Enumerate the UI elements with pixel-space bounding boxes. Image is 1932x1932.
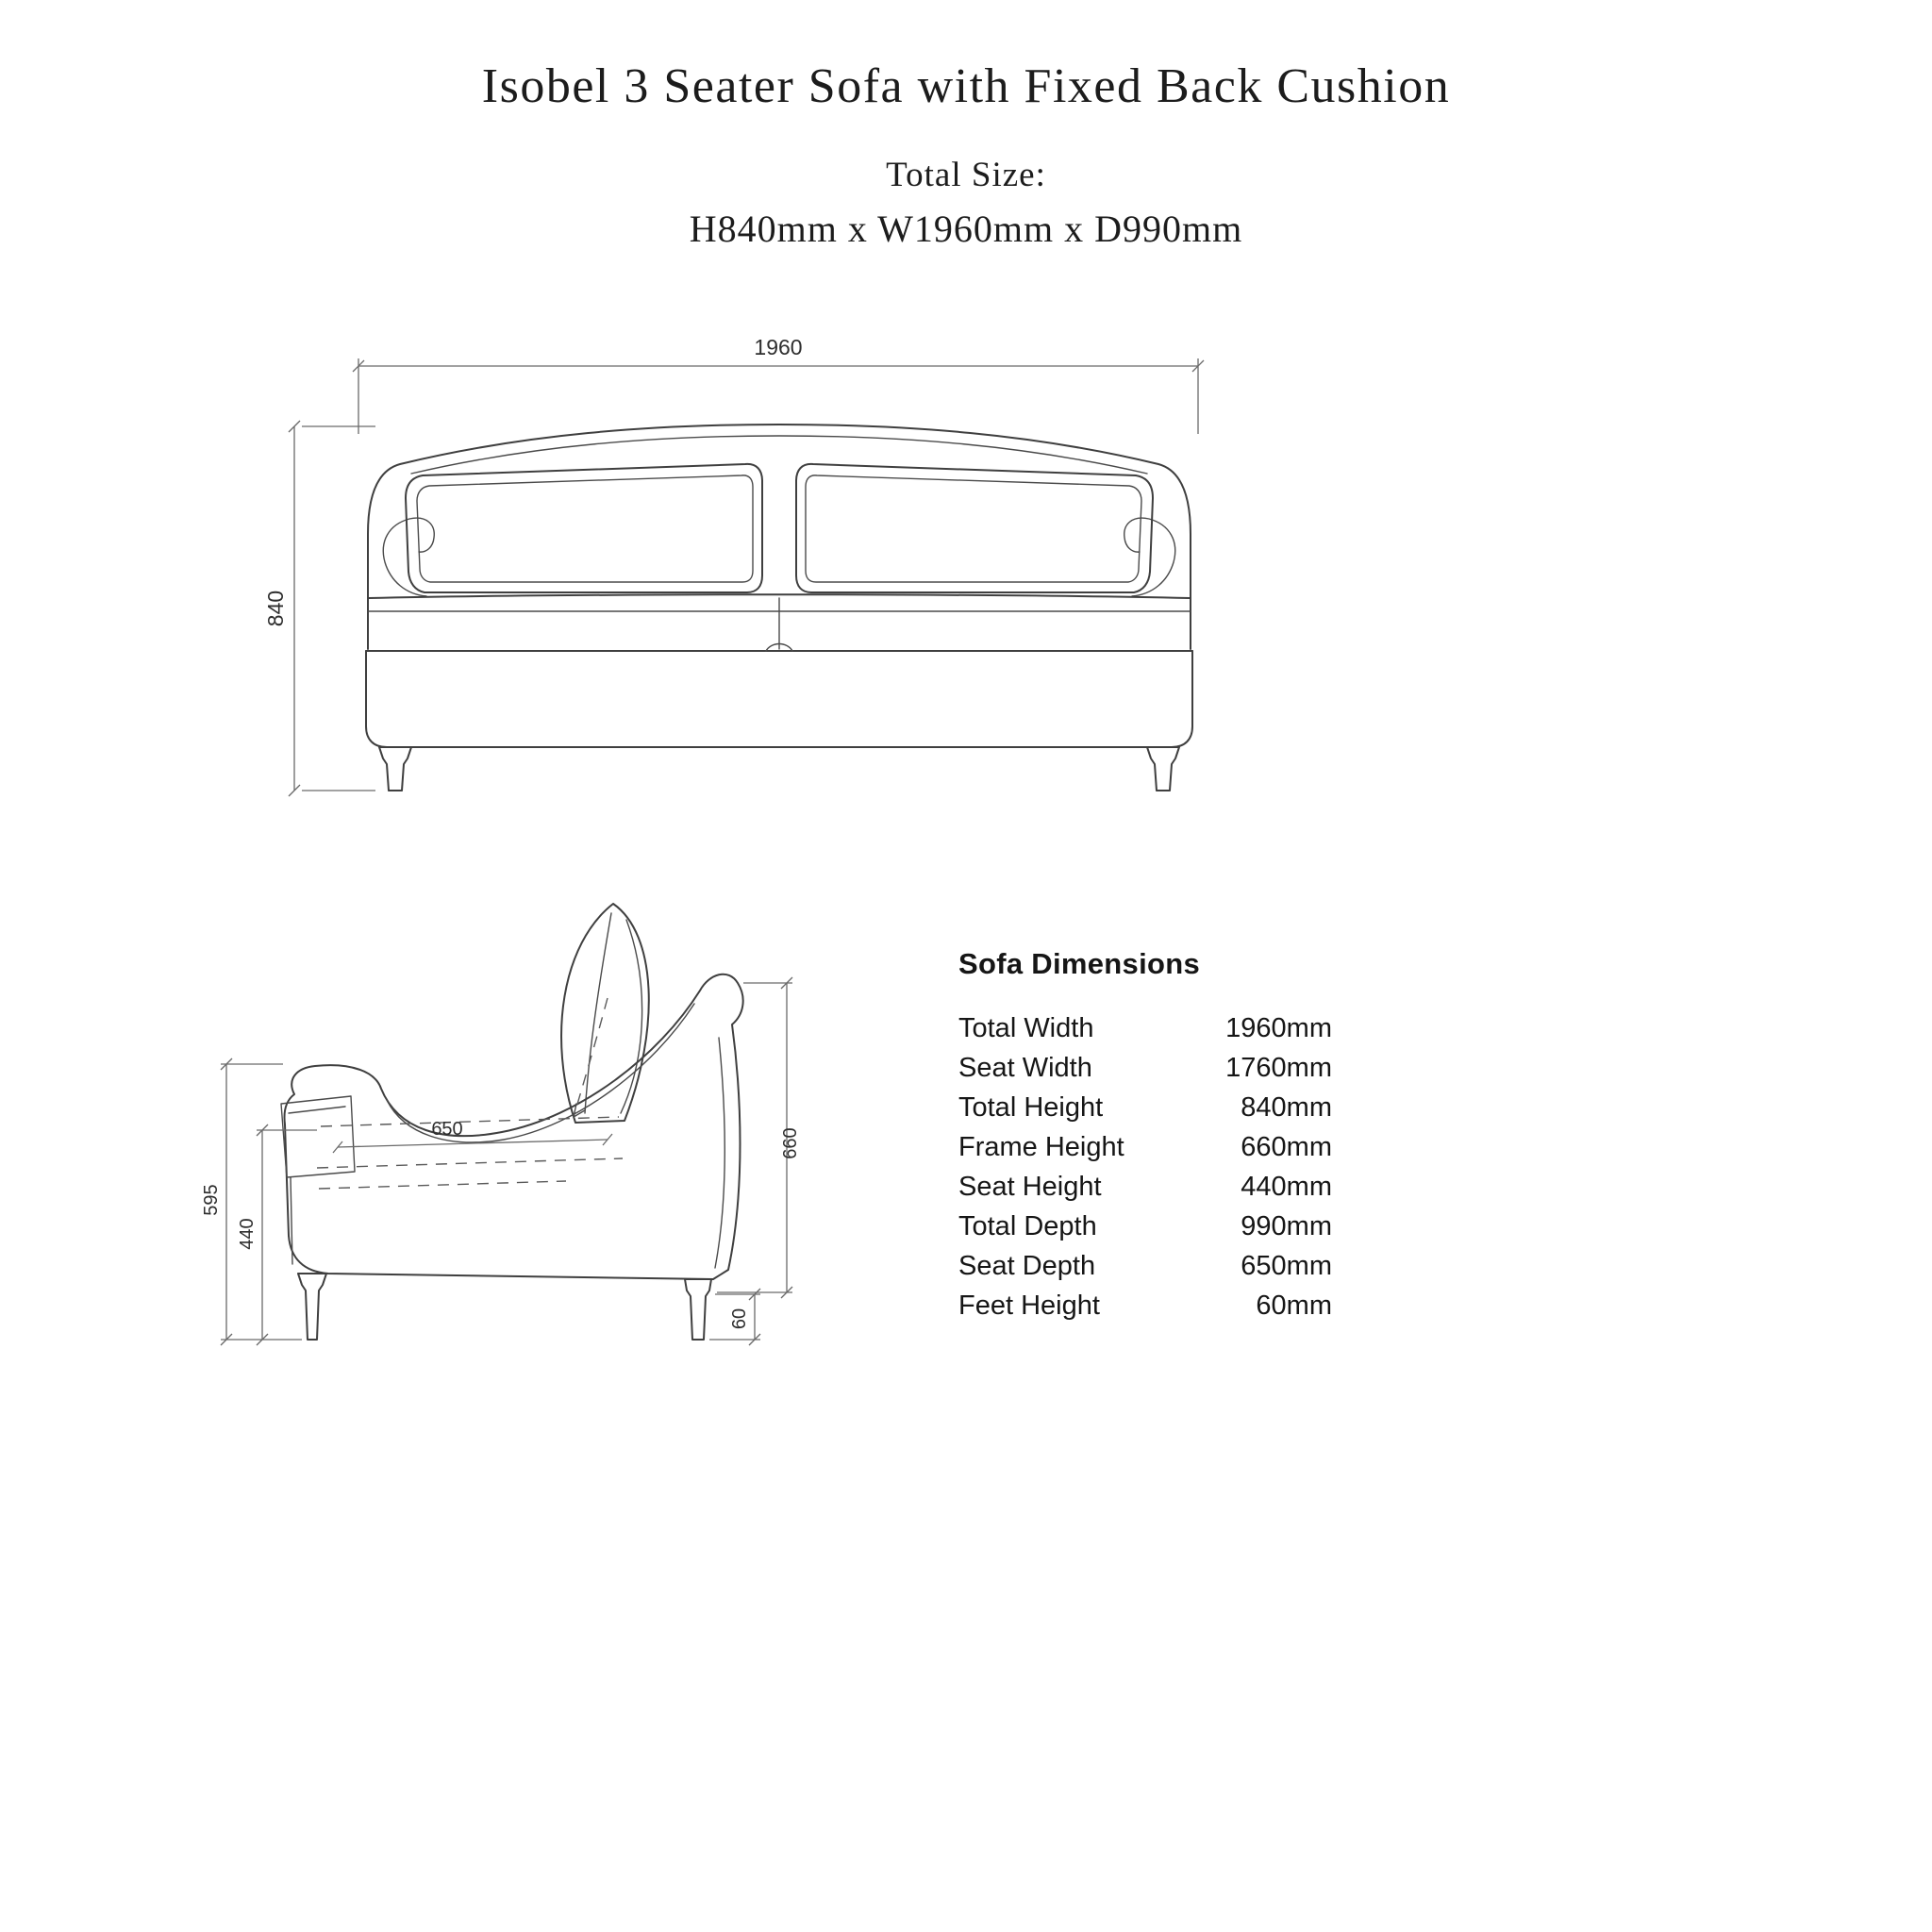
front-right-back-cushion-piping bbox=[805, 475, 1142, 583]
front-left-arm-scroll bbox=[382, 517, 435, 597]
dim-tick bbox=[220, 1058, 233, 1071]
dim-tick bbox=[1191, 359, 1205, 373]
dimension-value: 650mm bbox=[1241, 1251, 1332, 1281]
dimension-value: 660mm bbox=[1241, 1132, 1332, 1162]
front-view-dimensions: 1960 840 bbox=[263, 335, 1205, 797]
dimension-value: 1760mm bbox=[1225, 1053, 1332, 1083]
dim-tick bbox=[220, 1333, 233, 1346]
side-sofa-outline bbox=[283, 973, 744, 1280]
dim-line-seat-depth bbox=[337, 1139, 608, 1148]
side-arm-front-edge bbox=[290, 1176, 293, 1265]
dimension-value: 60mm bbox=[1256, 1291, 1332, 1321]
dim-tick bbox=[748, 1288, 761, 1301]
front-sofa-outline bbox=[367, 424, 1191, 650]
dim-tick bbox=[748, 1333, 761, 1346]
side-view-drawing bbox=[280, 903, 744, 1341]
front-left-foot bbox=[378, 746, 412, 791]
side-hidden-seat-top bbox=[320, 1116, 620, 1127]
front-view-drawing bbox=[365, 424, 1193, 791]
dimension-label: Seat Width bbox=[958, 1053, 1092, 1083]
front-width-dimension-label: 1960 bbox=[754, 335, 802, 359]
table-row: Total Depth 990mm bbox=[958, 1211, 1332, 1251]
page-title: Isobel 3 Seater Sofa with Fixed Back Cus… bbox=[481, 59, 1451, 113]
side-seat-depth-label: 650 bbox=[431, 1119, 462, 1140]
side-rear-foot bbox=[684, 1278, 712, 1341]
table-row: Seat Depth 650mm bbox=[958, 1251, 1332, 1291]
total-size-label: Total Size: bbox=[886, 156, 1046, 194]
table-row: Feet Height 60mm bbox=[958, 1291, 1332, 1330]
dim-tick bbox=[332, 1141, 343, 1154]
front-right-arm-scroll bbox=[1124, 517, 1176, 597]
dimension-value: 1960mm bbox=[1225, 1013, 1332, 1043]
dim-tick bbox=[780, 1286, 793, 1299]
table-row: Frame Height 660mm bbox=[958, 1132, 1332, 1172]
side-back-cushion-seam bbox=[584, 912, 612, 1114]
front-left-back-cushion-piping bbox=[416, 475, 754, 583]
front-back-piping bbox=[410, 435, 1148, 475]
dimension-label: Total Height bbox=[958, 1092, 1104, 1123]
dimension-label: Seat Height bbox=[958, 1172, 1102, 1202]
dim-tick bbox=[780, 976, 793, 990]
side-frame-height-label: 660 bbox=[780, 1127, 801, 1158]
dim-tick bbox=[288, 784, 301, 797]
side-swoop-inner-line bbox=[386, 1003, 695, 1143]
dimension-value: 440mm bbox=[1241, 1172, 1332, 1202]
dimension-label: Feet Height bbox=[958, 1291, 1100, 1321]
table-row: Total Width 1960mm bbox=[958, 1013, 1332, 1053]
dimension-label: Seat Depth bbox=[958, 1251, 1096, 1281]
total-size-block: Total Size: H840mm x W1960mm x D990mm bbox=[0, 155, 1932, 251]
front-left-back-cushion bbox=[405, 462, 763, 593]
front-seat-top-edge bbox=[368, 593, 1191, 599]
dimension-value: 840mm bbox=[1241, 1092, 1332, 1123]
side-arm-front-panel bbox=[280, 1095, 356, 1178]
side-feet-height-label: 60 bbox=[729, 1308, 750, 1329]
side-hidden-seat-mid bbox=[316, 1158, 624, 1169]
side-hidden-cushion-arrow bbox=[573, 997, 608, 1118]
side-front-foot bbox=[297, 1273, 327, 1341]
dimension-label: Total Width bbox=[958, 1013, 1094, 1043]
side-back-cushion bbox=[560, 903, 650, 1124]
dim-tick bbox=[352, 359, 365, 373]
sofa-dimensions-table: Sofa Dimensions Total Width 1960mm Seat … bbox=[958, 947, 1332, 1330]
dim-tick bbox=[288, 420, 301, 433]
front-right-back-cushion bbox=[795, 462, 1154, 593]
table-row: Total Height 840mm bbox=[958, 1092, 1332, 1132]
side-arm-front-panel-piping bbox=[288, 1106, 346, 1114]
side-back-inner-line bbox=[714, 1037, 725, 1269]
dim-tick bbox=[256, 1333, 269, 1346]
dimensions-table-title: Sofa Dimensions bbox=[958, 947, 1200, 980]
side-seat-height-label: 440 bbox=[237, 1218, 258, 1249]
table-row: Seat Width 1760mm bbox=[958, 1053, 1332, 1092]
front-height-dimension-label: 840 bbox=[263, 591, 288, 626]
side-view-dimensions: 595 440 650 660 60 bbox=[201, 976, 801, 1346]
dim-tick bbox=[256, 1124, 269, 1137]
side-back-cushion-inner bbox=[620, 919, 643, 1114]
front-right-foot bbox=[1146, 746, 1180, 791]
side-arrowhead bbox=[573, 1103, 586, 1118]
side-hidden-seat-bottom bbox=[318, 1180, 567, 1190]
table-row: Seat Height 440mm bbox=[958, 1172, 1332, 1211]
dimension-label: Frame Height bbox=[958, 1132, 1124, 1162]
dimension-value: 990mm bbox=[1241, 1211, 1332, 1241]
front-base bbox=[365, 650, 1193, 748]
total-size-value: H840mm x W1960mm x D990mm bbox=[689, 208, 1243, 250]
dim-tick bbox=[602, 1133, 613, 1146]
dimension-label: Total Depth bbox=[958, 1211, 1097, 1241]
side-arm-height-label: 595 bbox=[201, 1184, 222, 1215]
front-seat-split-curve bbox=[765, 642, 793, 652]
